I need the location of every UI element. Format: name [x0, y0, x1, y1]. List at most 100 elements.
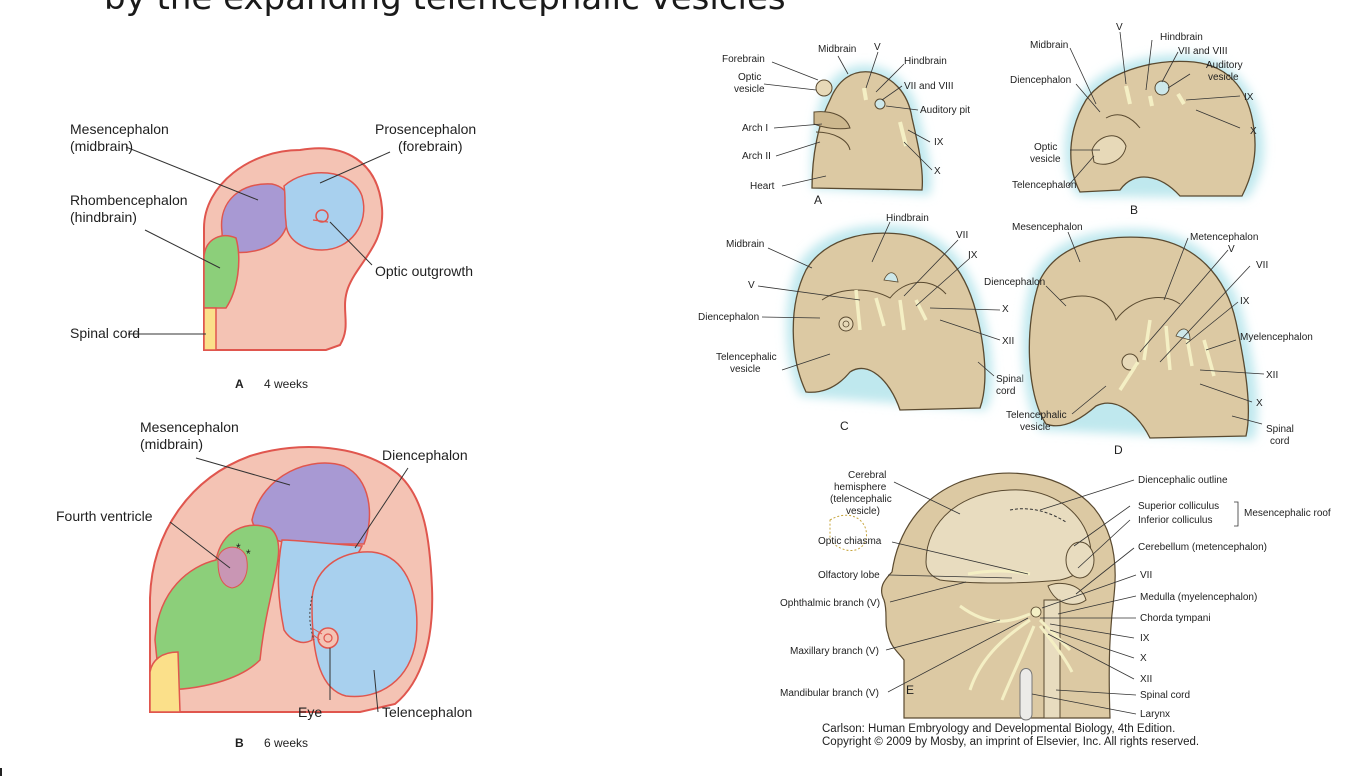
caption-letter-a: A: [235, 377, 244, 391]
embryo-b-eye-outer: [317, 627, 339, 649]
label-arch2: Arch II: [742, 151, 771, 162]
embryo-4-weeks: [203, 147, 384, 351]
label-ix-rb: IX: [1244, 92, 1254, 103]
label-telencephalic-rc-1: Telencephalic: [716, 352, 777, 363]
label-spinal-rc-2: cord: [996, 386, 1015, 397]
label-superior-colliculus: Superior colliculus: [1138, 501, 1219, 512]
embryo-b-telencephalon: [311, 551, 418, 698]
label-cerebral-re-4: vesicle): [846, 506, 880, 517]
label-optic-outgrowth: Optic outgrowth: [375, 263, 473, 279]
caption-6-weeks: 6 weeks: [264, 736, 308, 750]
label-spinal-rd-1: Spinal: [1266, 424, 1294, 435]
label-telencephalic-rd-1: Telencephalic: [1006, 410, 1067, 421]
label-ix-re: IX: [1140, 633, 1150, 644]
label-telencephalon-rb: Telencephalon: [1012, 180, 1077, 191]
label-mesencephalic-roof: Mesencephalic roof: [1244, 508, 1331, 519]
panel-letter-a: A: [814, 193, 822, 207]
label-midbrain-a: (midbrain): [70, 138, 133, 154]
panel-c-leaders: [757, 221, 1001, 377]
label-cerebral-re-3: (telencephalic: [830, 494, 892, 505]
label-medulla: Medulla (myelencephalon): [1140, 592, 1257, 603]
slide-title: by the expanding telencephalic vesicles: [104, 0, 786, 18]
label-forebrain-ra: Forebrain: [722, 54, 765, 65]
label-optic-rb-1: Optic: [1034, 142, 1057, 153]
embryo-a-hindbrain: [203, 235, 240, 309]
label-myelencephalon-rd: Myelencephalon: [1240, 332, 1313, 343]
figure-credit: Carlson: Human Embryology and Developmen…: [822, 723, 1199, 749]
panel-letter-e: E: [906, 683, 914, 697]
label-midbrain-b: (midbrain): [140, 436, 203, 452]
fig-a-leaders: [125, 146, 391, 335]
label-auditory-rb-1: Auditory: [1206, 60, 1243, 71]
label-metencephalon-rd: Metencephalon: [1190, 232, 1258, 243]
label-prosencephalon: Prosencephalon: [375, 121, 476, 137]
label-arch1: Arch I: [742, 123, 768, 134]
label-optic-rb-2: vesicle: [1030, 154, 1061, 165]
label-x-rd: X: [1256, 398, 1263, 409]
label-spinal-rd-2: cord: [1270, 436, 1289, 447]
embryo-a-spinal-cord: [203, 307, 217, 351]
label-cerebral-re-2: hemisphere: [834, 482, 887, 493]
label-telencephalon-b: Telencephalon: [382, 704, 472, 720]
label-xii-rc: XII: [1002, 336, 1014, 347]
label-v-ra: V: [874, 42, 881, 53]
label-telencephalic-rc-2: vesicle: [730, 364, 761, 375]
label-x-rb: X: [1250, 126, 1257, 137]
label-diencephalon-rb: Diencephalon: [1010, 75, 1071, 86]
label-vii-viii-ra: VII and VIII: [904, 81, 953, 92]
label-x-ra: X: [934, 166, 941, 177]
label-diencephalon-rd: Diencephalon: [984, 277, 1045, 288]
caption-4-weeks: 4 weeks: [264, 377, 308, 391]
panel-letter-c: C: [840, 419, 849, 433]
fig-b-leaders: [169, 457, 409, 713]
caption-letter-b: B: [235, 736, 244, 750]
embryo-a-forebrain: [283, 171, 365, 251]
label-auditory-pit: Auditory pit: [920, 105, 970, 116]
embryo-6-weeks: * *: [149, 446, 434, 713]
label-rhombencephalon: Rhombencephalon: [70, 192, 188, 208]
label-ix-ra: IX: [934, 137, 944, 148]
label-cerebral-re-1: Cerebral: [848, 470, 886, 481]
panel-letter-d: D: [1114, 443, 1123, 457]
fourth-ventricle-star-1: *: [236, 541, 241, 555]
label-fourth-ventricle: Fourth ventricle: [56, 508, 153, 524]
label-midbrain-rc: Midbrain: [726, 239, 764, 250]
label-vii-rc: VII: [956, 230, 968, 241]
label-optic-ra-2: vesicle: [734, 84, 765, 95]
label-eye: Eye: [298, 704, 322, 720]
fourth-ventricle-star-2: *: [246, 547, 251, 561]
label-spinal-cord-re: Spinal cord: [1140, 690, 1190, 701]
panel-a-embryo: [811, 64, 932, 195]
label-vii-re: VII: [1140, 570, 1152, 581]
label-larynx: Larynx: [1140, 709, 1170, 720]
label-optic-ra-1: Optic: [738, 72, 761, 83]
label-v-rd: V: [1228, 244, 1235, 255]
panel-letter-b: B: [1130, 203, 1138, 217]
label-vii-rd: VII: [1256, 260, 1268, 271]
label-ix-rd: IX: [1240, 296, 1250, 307]
label-hindbrain-ra: Hindbrain: [904, 56, 947, 67]
label-x-rc: X: [1002, 304, 1009, 315]
panel-e-head: [829, 472, 1116, 721]
label-vii-viii-rb: VII and VIII: [1178, 46, 1227, 57]
label-diencephalon-b: Diencephalon: [382, 447, 468, 463]
label-diencephalic-outline: Diencephalic outline: [1138, 475, 1228, 486]
label-auditory-rb-2: vesicle: [1208, 72, 1239, 83]
label-forebrain-a: (forebrain): [398, 138, 463, 154]
credit-line-1: Carlson: Human Embryology and Developmen…: [822, 723, 1176, 735]
label-xii-rd: XII: [1266, 370, 1278, 381]
label-ophthalmic-branch: Ophthalmic branch (V): [780, 598, 880, 609]
label-ix-rc: IX: [968, 250, 978, 261]
label-v-rc: V: [748, 280, 755, 291]
label-mandibular-branch: Mandibular branch (V): [780, 688, 879, 699]
label-x-re: X: [1140, 653, 1147, 664]
label-mesencephalon-b: Mesencephalon: [140, 419, 239, 435]
panel-d-embryo-shape: [1028, 236, 1250, 439]
label-telencephalic-rd-2: vesicle: [1020, 422, 1051, 433]
label-hindbrain-rc: Hindbrain: [886, 213, 929, 224]
label-olfactory-lobe: Olfactory lobe: [818, 570, 880, 581]
panel-a-leaders: [763, 51, 933, 187]
embryo-b-eye-inner: [323, 633, 333, 643]
